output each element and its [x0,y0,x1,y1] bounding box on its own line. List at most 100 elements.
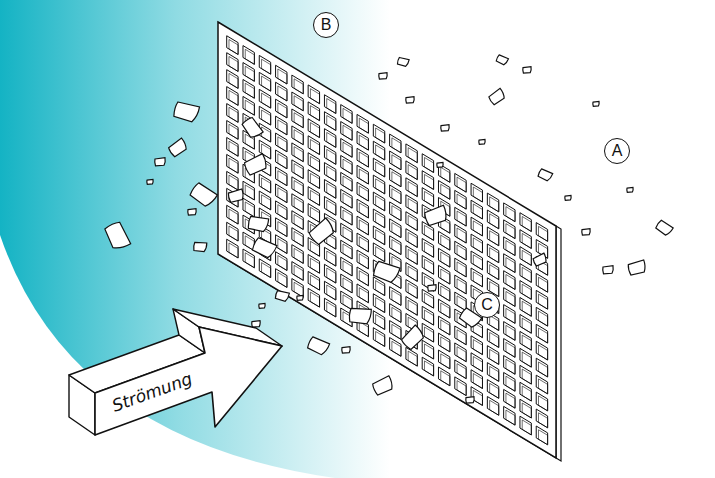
grid-hole [536,358,547,377]
grid-hole [227,205,238,224]
grid-hole-depth [424,310,433,325]
grid-hole-depth [506,410,515,425]
grid-hole [357,250,368,269]
grid-hole-depth [473,272,482,287]
grid-hole-depth [539,311,548,326]
grid-hole-depth [229,243,238,258]
grid-hole [455,207,466,226]
grid-hole-depth [441,371,450,386]
grid-hole [520,416,531,435]
grid-hole [504,322,515,341]
grid-hole [471,234,482,253]
grid-hole [357,216,368,235]
grid-hole-depth [294,130,303,145]
grid-hole [438,248,449,267]
grid-hole-depth [539,294,548,309]
grid-hole [373,209,384,228]
grid-hole-depth [539,345,548,360]
grid-hole-depth [408,249,417,264]
grid-hole [504,339,515,358]
grid-hole [259,89,270,108]
grid-hole-depth [457,381,466,396]
grid-hole-depth [457,262,466,277]
grid-hole [276,65,287,84]
grid-hole-depth [408,283,417,298]
grid-hole [341,257,352,276]
paper-flake [488,88,506,105]
grid-hole-depth [424,327,433,342]
grid-hole-depth [245,100,254,115]
grid-hole-depth [262,76,271,91]
grid-hole-depth [262,263,271,278]
grid-hole [341,189,352,208]
grid-hole [536,375,547,394]
grid-hole [390,185,401,204]
grid-hole-depth [376,162,385,177]
grid-hole-depth [262,110,271,125]
grid-hole [243,63,254,82]
grid-hole-depth [343,159,352,174]
flow-arrow: Strömung [55,285,290,445]
grid-hole-depth [457,245,466,260]
grid-hole [422,357,433,376]
grid-hole-depth [457,177,466,192]
grid-hole-depth [522,352,531,367]
grid-hole [373,192,384,211]
grid-hole-depth [490,265,499,280]
grid-hole-depth [376,179,385,194]
grid-hole [243,249,254,268]
grid-hole-depth [262,178,271,193]
grid-hole [471,217,482,236]
grid-hole-depth [424,174,433,189]
paper-flake [193,241,207,253]
grid-hole-depth [506,207,515,222]
grid-hole [276,133,287,152]
grid-hole [227,171,238,190]
paper-flake [172,99,200,123]
grid-hole-depth [424,191,433,206]
paper-flake [342,347,350,353]
grid-hole [520,213,531,232]
grid-hole-depth [392,155,401,170]
grid-hole [536,307,547,326]
grid-hole [324,95,335,114]
paper-flake [104,221,131,251]
paper-flake [582,229,590,235]
grid-hole [373,175,384,194]
paper-flake [441,125,449,131]
arrow-outline [55,285,290,445]
grid-hole [487,397,498,416]
grid-hole-depth [262,59,271,74]
grid-hole [341,155,352,174]
paper-flake [306,335,330,357]
grid-hole-depth [343,227,352,242]
paper-flake [252,321,260,327]
grid-hole-depth [506,291,515,306]
grid-hole-depth [424,293,433,308]
grid-hole [504,305,515,324]
grid-hole-depth [424,259,433,274]
grid-hole [504,203,515,222]
grid-hole [259,174,270,193]
grid-hole [520,382,531,401]
grid-hole-depth [278,171,287,186]
paper-flake [371,376,394,396]
grid-hole-depth [408,351,417,366]
grid-hole [227,87,238,106]
grid-hole [422,154,433,173]
grid-hole-depth [392,240,401,255]
grid-hole-depth [343,142,352,157]
grid-hole [504,254,515,273]
grid-hole-depth [343,176,352,191]
grid-hole-depth [229,124,238,139]
grid-hole [357,233,368,252]
grid-hole [324,247,335,266]
grid-hole-depth [522,250,531,265]
grid-hole [406,347,417,366]
grid-hole [373,141,384,160]
grid-hole [341,138,352,157]
grid-hole-depth [294,147,303,162]
